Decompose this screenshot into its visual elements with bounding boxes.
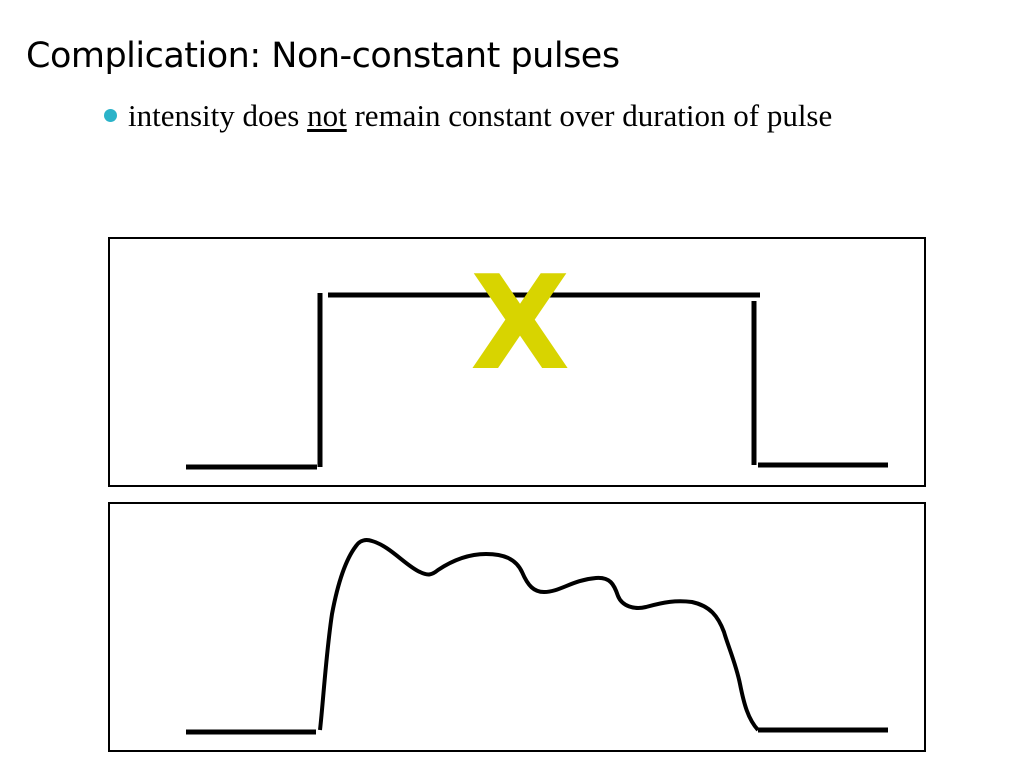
constant-pulse-panel bbox=[108, 237, 926, 487]
constant-pulse-line bbox=[186, 292, 888, 470]
bullet-text-after: remain constant over duration of pulse bbox=[346, 98, 833, 133]
bullet-text-before: intensity does bbox=[128, 98, 308, 133]
cross-mark-icon: X bbox=[470, 247, 571, 399]
nonconstant-pulse-panel bbox=[108, 502, 926, 752]
bullet-item: intensity does not remain constant over … bbox=[100, 98, 920, 134]
bullet-text-underlined: not bbox=[307, 98, 347, 133]
bullet-list: intensity does not remain constant over … bbox=[100, 98, 920, 134]
constant-pulse-diagram bbox=[186, 292, 888, 470]
nonconstant-pulse-line bbox=[186, 538, 888, 735]
bullet-dot-icon bbox=[104, 109, 117, 122]
slide-title: Complication: Non-constant pulses bbox=[26, 36, 620, 76]
nonconstant-pulse-diagram bbox=[186, 538, 888, 735]
